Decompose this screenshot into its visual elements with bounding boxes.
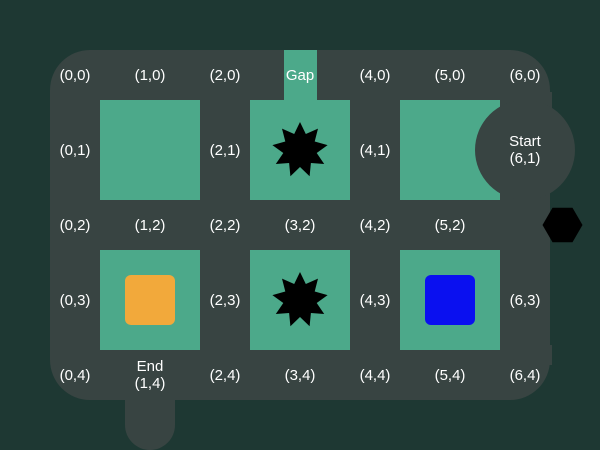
label-0-0: (0,0) [59, 66, 91, 84]
label-2-2: (2,2) [209, 216, 241, 234]
label-4-3: (4,3) [359, 291, 391, 309]
label-4-1: (4,1) [359, 141, 391, 159]
label-5-2: (5,2) [434, 216, 466, 234]
label-5-4: (5,4) [434, 366, 466, 384]
label-0-2: (0,2) [59, 216, 91, 234]
label-4-4: (4,4) [359, 366, 391, 384]
hazard-star-1 [272, 122, 328, 177]
label-1-2: (1,2) [134, 216, 166, 234]
start-label-coord: (6,1) [509, 150, 541, 167]
label-3-4: (3,4) [284, 366, 316, 384]
right-bump-bottom [540, 345, 552, 365]
label-2-4: (2,4) [209, 366, 241, 384]
blue-pickup [425, 275, 475, 325]
gap-notch [284, 50, 317, 102]
start-circle[interactable] [475, 100, 575, 200]
end-label-title: End [136, 358, 164, 375]
pieces-layer [125, 122, 583, 327]
label-2-3: (2,3) [209, 291, 241, 309]
label-3-2: (3,2) [284, 216, 316, 234]
label-0-4: (0,4) [59, 366, 91, 384]
label-5-0: (5,0) [434, 66, 466, 84]
label-2-0: (2,0) [209, 66, 241, 84]
start-label: Start (6,1) [500, 125, 550, 175]
label-6-3: (6,3) [509, 291, 541, 309]
end-label-coord: (1,4) [134, 375, 166, 392]
label-1-0: (1,0) [134, 66, 166, 84]
label-6-4: (6,4) [509, 366, 541, 384]
label-4-2: (4,2) [359, 216, 391, 234]
label-0-3: (0,3) [59, 291, 91, 309]
end-label: End (1,4) [125, 350, 175, 400]
hazard-star-2 [272, 272, 328, 327]
label-4-0: (4,0) [359, 66, 391, 84]
start-label-title: Start [509, 133, 541, 150]
orange-pickup [125, 275, 175, 325]
label-gap: Gap [285, 66, 315, 84]
label-6-0: (6,0) [509, 66, 541, 84]
end-exit-stub [125, 395, 175, 450]
label-2-1: (2,1) [209, 141, 241, 159]
hazard-hexagon [542, 207, 583, 243]
label-0-1: (0,1) [59, 141, 91, 159]
block-1-1 [100, 100, 200, 200]
